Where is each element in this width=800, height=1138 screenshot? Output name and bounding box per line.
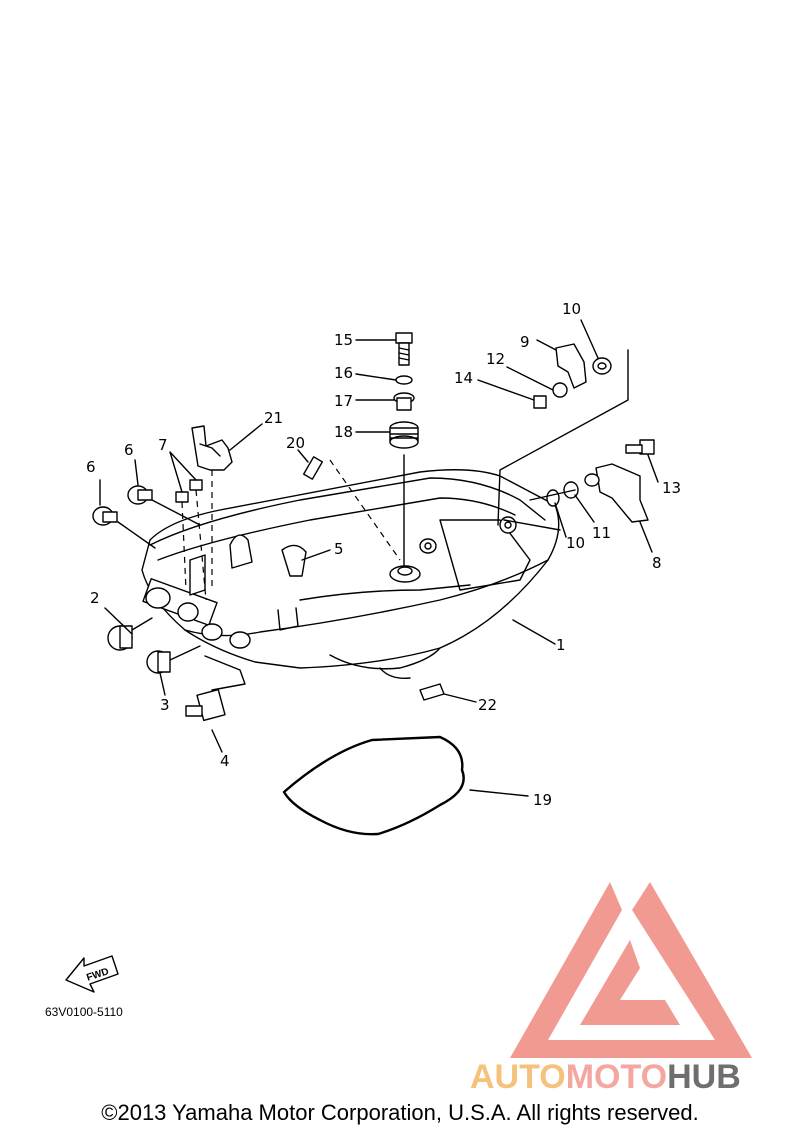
callout-7: 7 (158, 436, 168, 454)
part-13-bolt (625, 439, 655, 455)
watermark-inner-g (580, 940, 680, 1025)
bottom-cowling (141, 469, 560, 679)
callout-6-left: 6 (86, 458, 96, 476)
watermark-logo: AUTOMOTOHUB (470, 882, 752, 1096)
part-9-bracket (555, 343, 587, 389)
callout-17: 17 (334, 392, 353, 410)
callouts: 1 2 3 4 5 6 6 7 8 9 10 10 11 12 13 14 15… (86, 300, 681, 809)
part-11-washer (563, 481, 579, 499)
watermark-brand-hub: HUB (667, 1058, 741, 1096)
part-12-washer (552, 382, 568, 398)
callout-18: 18 (334, 423, 353, 441)
part-22 (419, 683, 445, 701)
callout-16: 16 (334, 364, 353, 382)
watermark-brand-auto: AUTO (470, 1058, 566, 1096)
part-8-bracket (584, 463, 649, 523)
part-code: 63V0100-5110 (45, 1005, 123, 1019)
callout-11: 11 (592, 524, 611, 542)
callout-13: 13 (662, 479, 681, 497)
part-18-grommet (389, 421, 419, 449)
part-3-grommet (146, 645, 201, 674)
watermark-brand-moto: MOTO (566, 1058, 667, 1096)
callout-15: 15 (334, 331, 353, 349)
callout-8: 8 (652, 554, 662, 572)
part-6-plugs (92, 485, 201, 549)
part-4-fitting (185, 655, 246, 722)
callout-19: 19 (533, 791, 552, 809)
part-20-screw (302, 456, 324, 480)
part-16-washer (395, 375, 413, 385)
callout-20: 20 (286, 434, 305, 452)
callout-6-right: 6 (124, 441, 134, 459)
callout-22: 22 (478, 696, 497, 714)
callout-10-top: 10 (562, 300, 581, 318)
callout-4: 4 (220, 752, 230, 770)
part-21-bracket (191, 425, 233, 471)
part-17-collar (393, 392, 415, 411)
callout-14: 14 (454, 369, 473, 387)
fwd-arrow: FWD (65, 955, 119, 993)
part-2-grommet (107, 617, 153, 651)
watermark-brand: AUTOMOTOHUB (470, 1058, 741, 1096)
callout-12: 12 (486, 350, 505, 368)
guide-lines (329, 349, 629, 566)
leader-lines (99, 319, 659, 797)
callout-21: 21 (264, 409, 283, 427)
callout-1: 1 (556, 636, 566, 654)
callout-5: 5 (334, 540, 344, 558)
watermark-triangle (510, 882, 752, 1058)
callout-3: 3 (160, 696, 170, 714)
callout-9: 9 (520, 333, 530, 351)
part-15-bolt (395, 332, 413, 366)
gasket (282, 735, 465, 836)
copyright-notice: ©2013 Yamaha Motor Corporation, U.S.A. A… (101, 1100, 699, 1125)
callout-10-bottom: 10 (566, 534, 585, 552)
callout-2: 2 (90, 589, 100, 607)
part-14-nut (533, 395, 547, 409)
part-5-clip (281, 544, 307, 577)
